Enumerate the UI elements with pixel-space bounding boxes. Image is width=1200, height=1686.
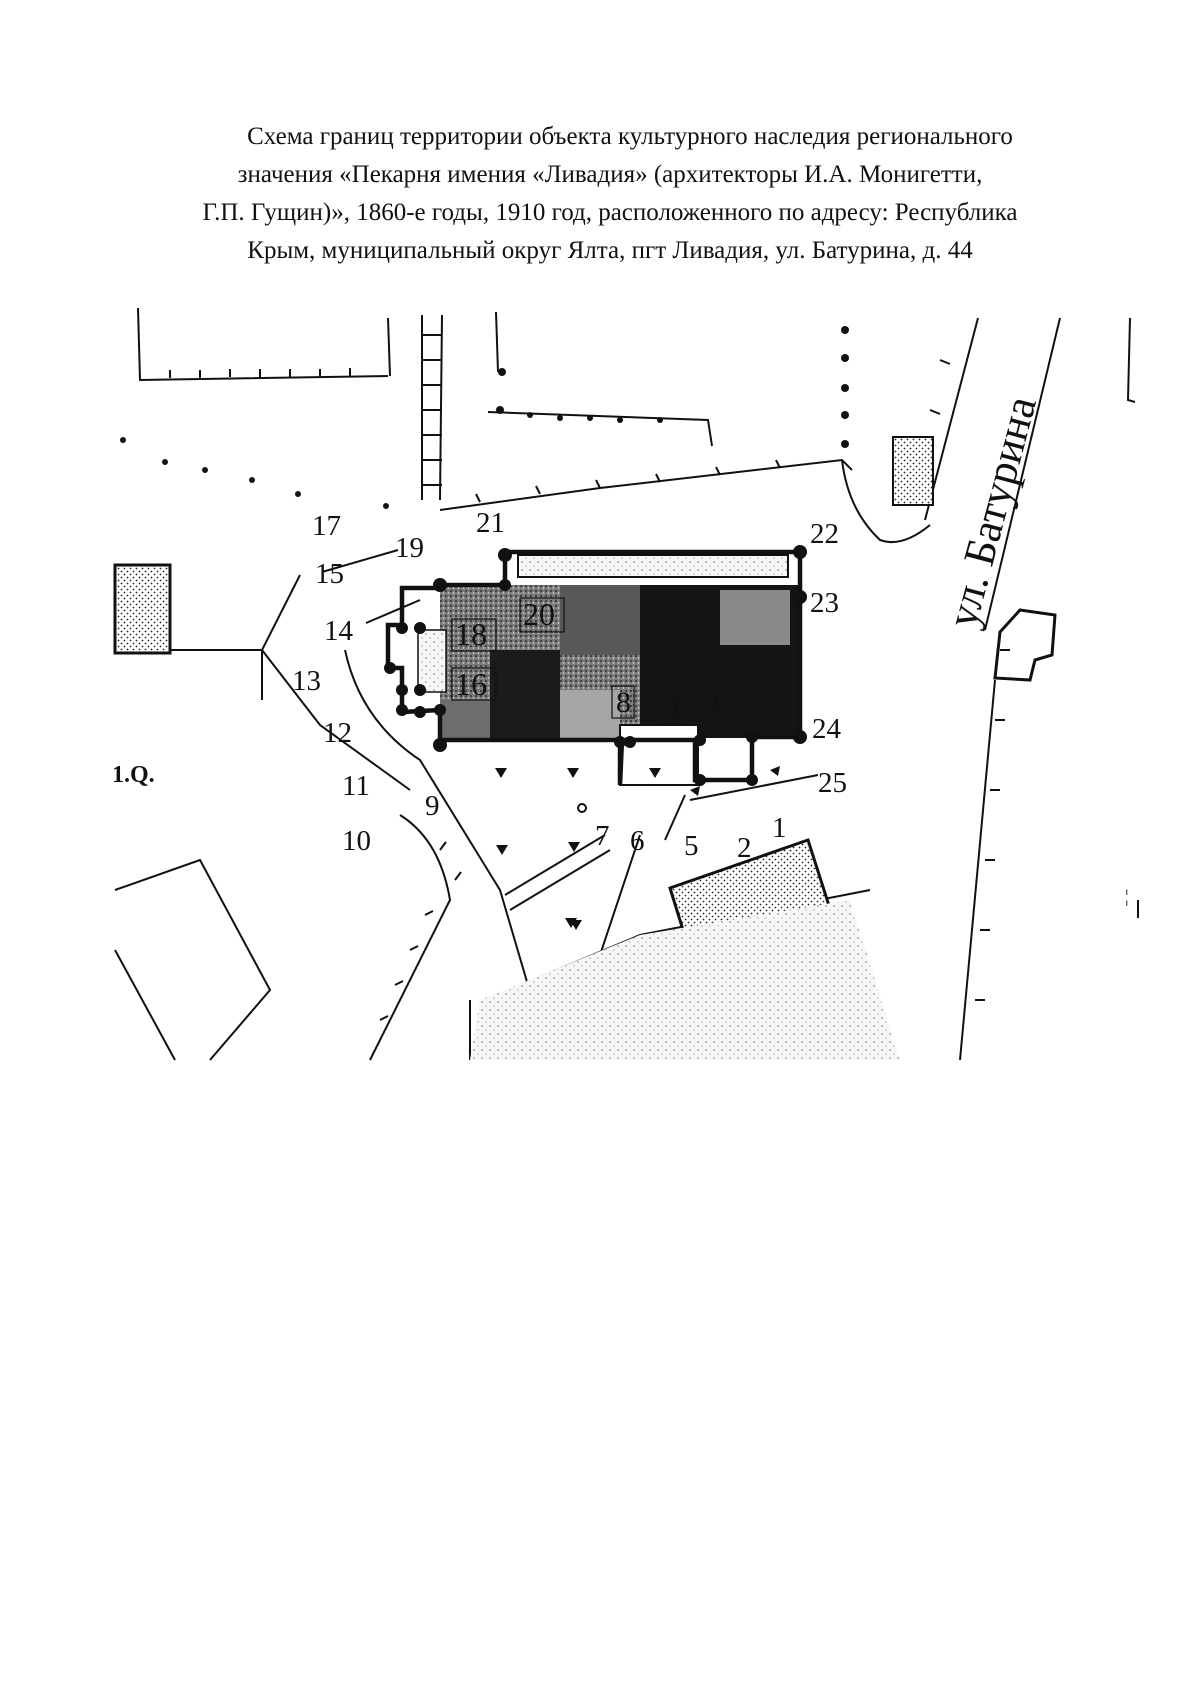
point-label-21: 21 <box>476 507 505 539</box>
point-label-6: 6 <box>630 825 645 857</box>
title-line-4: Крым, муниципальный округ Ялта, пгт Лива… <box>247 237 973 264</box>
label-leaders <box>321 549 819 841</box>
point-label-10: 10 <box>342 825 371 857</box>
point-label-8: 8 <box>616 686 631 719</box>
west-building <box>113 563 172 655</box>
point-label-9: 9 <box>425 790 440 822</box>
south-yard <box>470 900 900 1060</box>
title-line-1: Схема границ территории объекта культурн… <box>247 123 1013 150</box>
point-label-15: 15 <box>315 558 344 590</box>
garden-path <box>487 311 713 447</box>
small-building-northeast <box>892 436 934 506</box>
west-porch <box>417 629 447 693</box>
grain-block-east <box>720 590 790 645</box>
right-mark: ¦ <box>1125 886 1129 906</box>
point-label-11: 11 <box>342 770 370 802</box>
point-label-7: 7 <box>595 820 610 852</box>
strip-north <box>517 554 789 578</box>
curved-road-outer <box>369 814 452 1061</box>
mid-block-southwest <box>440 700 490 738</box>
west-road-lower <box>261 649 411 791</box>
title-line-3: Г.П. Гущин)», 1860-е годы, 1910 год, рас… <box>202 199 1018 226</box>
map-title: Схема границ территории объекта культурн… <box>120 118 1100 270</box>
point-label-2: 2 <box>737 832 752 864</box>
heritage-building-footprint <box>417 554 800 786</box>
light-block-south <box>560 690 620 738</box>
point-label-22: 22 <box>810 518 839 550</box>
mid-block-center <box>560 585 640 655</box>
right-bracket <box>1126 317 1136 403</box>
territory-boundary-map: ул. Батурина 1.Q. ¦ 17 15 19 21 22 23 14… <box>112 307 1139 1061</box>
point-label-3: 3 <box>705 684 720 717</box>
road-bend <box>841 459 931 544</box>
point-label-14: 14 <box>324 615 354 647</box>
railway-track <box>421 314 443 501</box>
point-label-13: 13 <box>292 665 321 697</box>
point-label-23: 23 <box>810 587 839 619</box>
point-label-16: 16 <box>455 666 487 702</box>
point-label-4: 4 <box>665 692 680 725</box>
dark-block-center <box>490 650 560 738</box>
boundary-vertices <box>384 545 807 786</box>
point-label-20: 20 <box>523 596 555 632</box>
street-left-lower <box>959 679 996 1061</box>
point-label-17: 17 <box>312 510 341 542</box>
point-label-19: 19 <box>395 532 424 564</box>
street-right-notch <box>993 608 1057 682</box>
steps <box>504 834 611 911</box>
south-annex <box>619 724 699 786</box>
point-label-24: 24 <box>812 713 842 745</box>
boxed-label-frames <box>451 597 725 725</box>
greenery-symbols <box>495 766 780 930</box>
side-label: 1.Q. <box>112 762 155 788</box>
point-label-12: 12 <box>323 717 352 749</box>
southwest-block <box>114 858 272 1061</box>
point-label-5: 5 <box>684 830 699 862</box>
fence-ticks <box>169 334 1010 1021</box>
title-line-2: значения «Пекарня имения «Ливадия» (архи… <box>237 161 983 188</box>
top-left-fence-post <box>387 317 391 377</box>
point-label-25: 25 <box>818 767 847 799</box>
point-label-1: 1 <box>772 812 787 844</box>
point-label-18: 18 <box>455 616 487 652</box>
top-left-fence <box>137 307 389 382</box>
street-label: ул. Батурина <box>937 391 1046 633</box>
main-road-edge <box>439 458 853 511</box>
dotted-boundaries <box>120 326 849 509</box>
curved-road <box>344 649 551 1061</box>
street-edge-right <box>984 317 1061 631</box>
